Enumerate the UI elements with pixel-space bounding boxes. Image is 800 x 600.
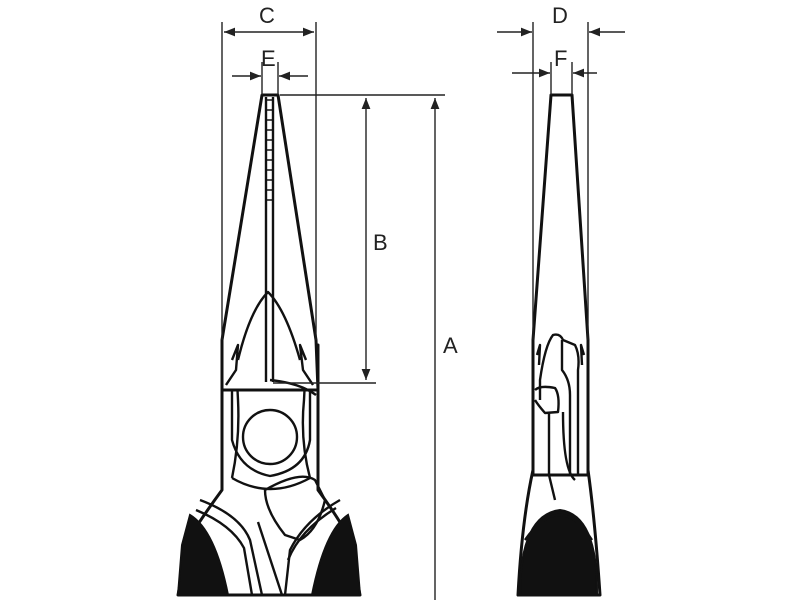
right-grip xyxy=(310,513,362,596)
side-view: D F xyxy=(497,3,625,597)
side-jaws xyxy=(531,93,590,477)
label-c: C xyxy=(259,3,275,28)
pivot-circle xyxy=(241,408,299,466)
label-a: A xyxy=(443,333,458,358)
label-f: F xyxy=(554,46,567,71)
side-grip xyxy=(518,508,599,596)
label-b: B xyxy=(373,230,388,255)
left-grip xyxy=(176,513,230,596)
front-view: C E B A xyxy=(176,3,458,600)
handle-window xyxy=(263,475,327,542)
label-d: D xyxy=(552,3,568,28)
label-e: E xyxy=(261,46,276,71)
